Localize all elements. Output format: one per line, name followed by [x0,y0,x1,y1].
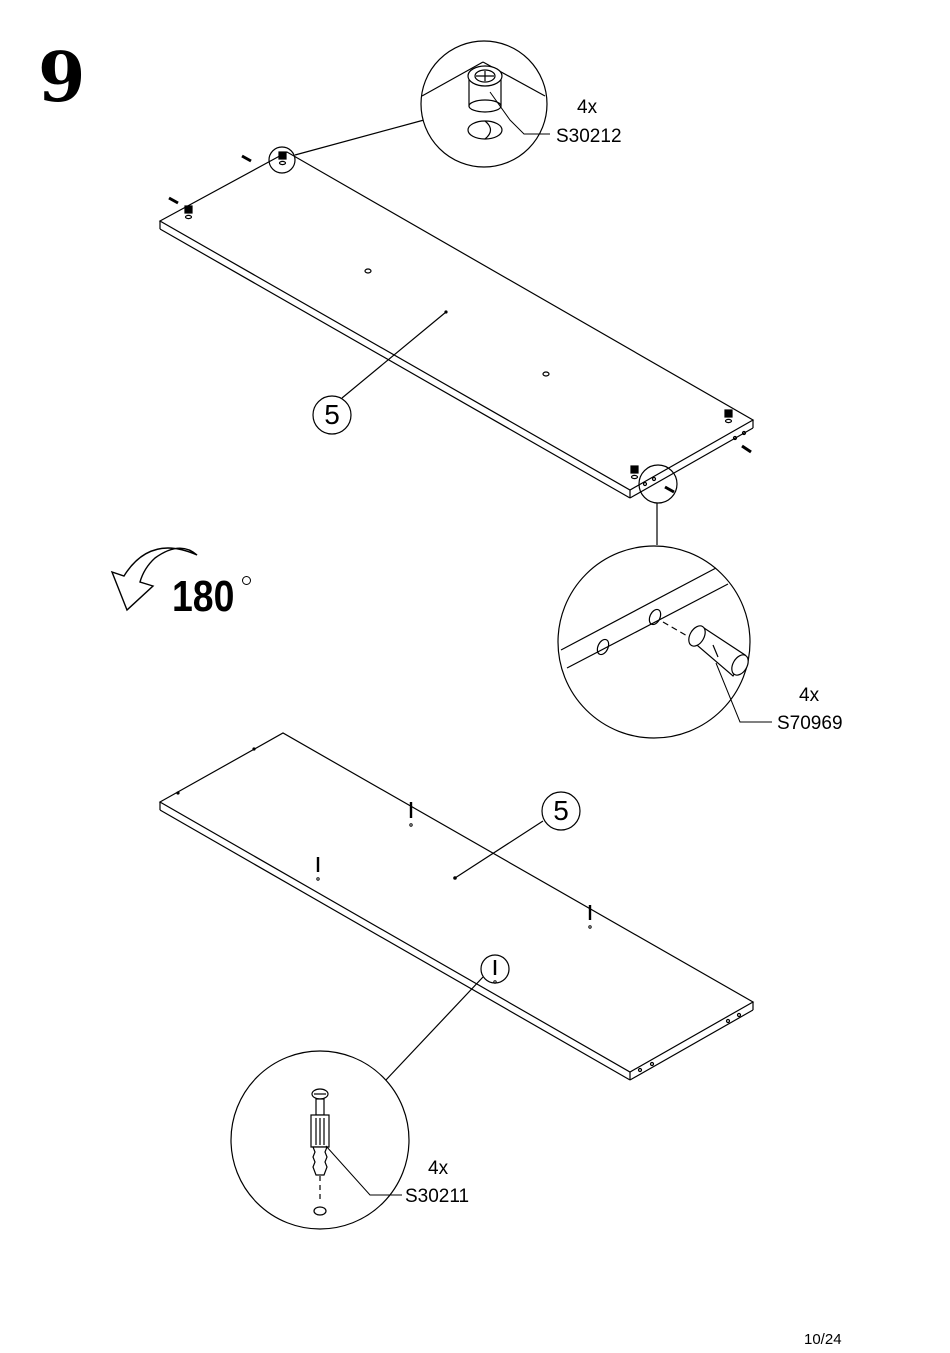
panel-callout-bottom: 5 [542,792,580,830]
detail-circle-cam-bolt [231,1051,409,1229]
part-code-cam-bolt: S30211 [405,1187,469,1206]
detail-circle-cam-lock [421,41,550,167]
rotation-angle: 180 [172,575,234,619]
part-qty-cam-bolt: 4x [428,1159,448,1178]
degree-symbol [242,576,251,585]
part-code-cam-lock: S30212 [556,127,622,146]
bottom-panel [160,733,753,1080]
part-qty-dowel: 4x [799,686,819,705]
part-code-dowel: S70969 [777,714,843,733]
page-number: 10/24 [804,1331,842,1348]
detail-circle-dowel [558,546,772,738]
panel-callout-top: 5 [313,396,351,434]
top-panel [160,152,753,498]
step-number: 9 [38,44,85,112]
part-qty-cam-lock: 4x [577,98,597,117]
